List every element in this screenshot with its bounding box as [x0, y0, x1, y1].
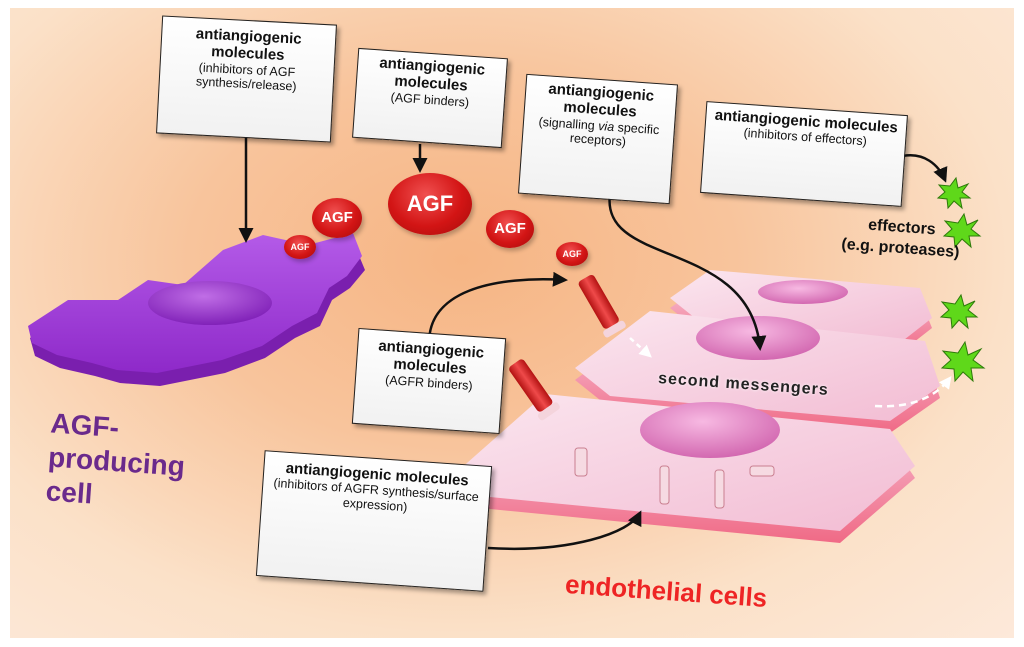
box-signalling-receptors: antiangiogenic molecules (signalling via… — [517, 73, 679, 205]
endothelial-cell-middle — [575, 311, 940, 433]
producing-cell-nucleus — [148, 281, 272, 325]
receptor-active-top — [578, 274, 626, 338]
agf-molecule: AGF — [312, 198, 362, 238]
agf-molecule: AGF — [486, 210, 534, 248]
agf-molecule: AGF — [388, 173, 472, 235]
arrow-second-messengers — [874, 376, 952, 408]
receptor-inactive — [574, 447, 775, 509]
box-inhibitors-effectors: antiangiogenic molecules (inhibitors of … — [700, 101, 908, 207]
arrow-agfr-binders — [427, 271, 568, 354]
agf-producing-cell-label: AGF- producing cell — [45, 406, 242, 521]
arrow-signal-dashed — [629, 337, 652, 358]
effector-bursts — [936, 176, 986, 383]
box-inhibitors-agfr-synthesis: antiangiogenic molecules (inhibitors of … — [255, 450, 493, 592]
diagram-frame: AGF AGF AGF AGF AGF antiangiogenic molec… — [10, 8, 1014, 638]
agf-producing-cell — [28, 233, 365, 386]
effectors-label: effectors (e.g. proteases) — [841, 214, 962, 264]
diagram-scene — [28, 136, 986, 550]
receptor-active-middle — [509, 359, 560, 421]
subtitle-em: via — [597, 118, 615, 134]
agf-molecule: AGF — [284, 235, 316, 259]
box-inhibitors-agf-synthesis: antiangiogenic molecules (inhibitors of … — [156, 15, 337, 143]
subtitle-pre: (signalling — [538, 114, 599, 133]
agf-molecule: AGF — [556, 242, 588, 266]
box-agfr-binders: antiangiogenic molecules (AGFR binders) — [351, 327, 507, 435]
arrow-agfr-synthesis — [487, 510, 642, 550]
endothelial-cell-front — [450, 394, 915, 543]
box-agf-binders: antiangiogenic molecules (AGF binders) — [352, 47, 508, 149]
arrow-signalling — [608, 193, 767, 351]
